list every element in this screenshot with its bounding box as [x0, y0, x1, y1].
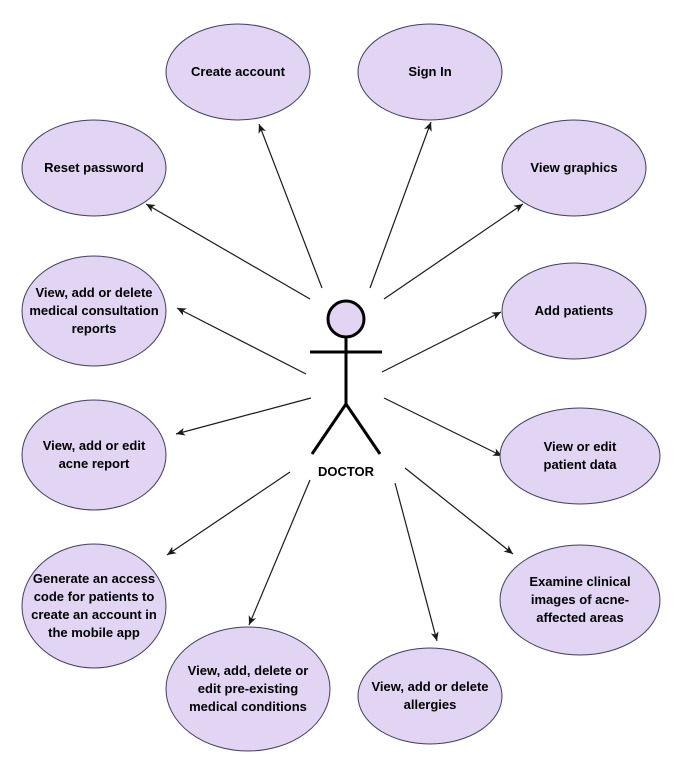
actor-label: DOCTOR — [317, 464, 375, 479]
arrow-to-access-code — [166, 471, 291, 556]
arrow-to-reset-password — [145, 203, 311, 300]
use-case-create-account — [165, 23, 311, 121]
use-case-sign-in — [357, 23, 503, 121]
arrow-to-view-graphics — [383, 203, 524, 300]
arrow-to-create-account — [258, 123, 323, 289]
arrow-to-clinical-images — [404, 467, 514, 555]
use-case-access-code — [21, 543, 167, 669]
use-case-reset-password — [21, 119, 167, 217]
doctor-actor-figure — [310, 299, 382, 455]
actor-head — [326, 299, 366, 339]
use-case-medical-conditions — [165, 626, 331, 752]
arrow-to-add-patients — [381, 311, 502, 373]
arrow-to-allergies — [394, 482, 439, 642]
arrow-to-acne-report — [175, 397, 312, 436]
arrow-to-sign-in — [369, 121, 432, 289]
actor-right-leg — [344, 403, 382, 455]
use-case-allergies — [357, 647, 503, 745]
association-arrows — [145, 121, 524, 642]
arrow-to-patient-data — [383, 397, 503, 457]
use-case-patient-data — [499, 407, 661, 505]
use-case-clinical-images — [499, 544, 661, 656]
use-case-add-patients — [501, 262, 647, 360]
arrow-to-medical-conditions — [248, 479, 311, 626]
use-case-ellipses — [21, 23, 661, 752]
use-case-view-graphics — [501, 119, 647, 217]
actor-left-leg — [310, 403, 348, 455]
use-case-consultation-reports — [21, 255, 167, 367]
use-case-acne-report — [21, 399, 167, 511]
arrow-to-consultation-reports — [176, 307, 307, 375]
